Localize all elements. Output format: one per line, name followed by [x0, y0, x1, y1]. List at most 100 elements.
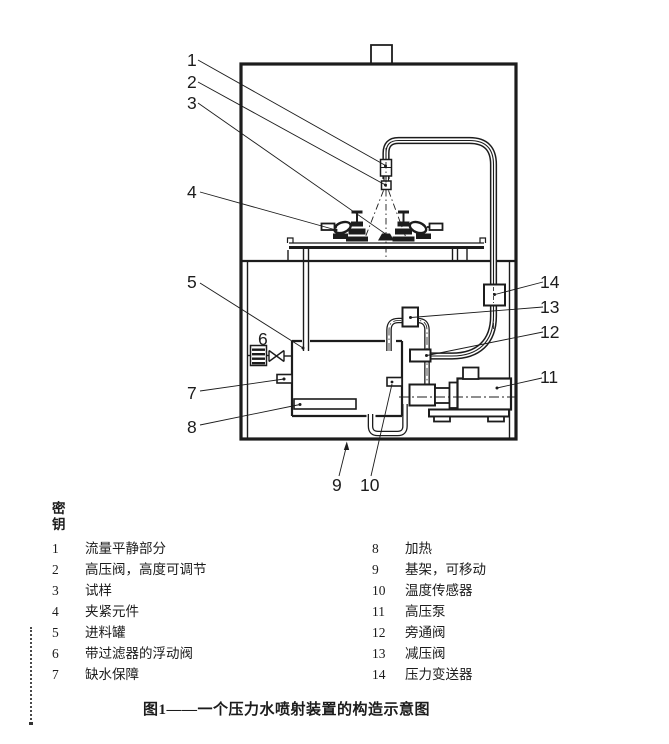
legend-row: 6 带过滤器的浮动阀: [52, 643, 207, 664]
callout-4: 4: [187, 182, 197, 202]
clamp-left: [320, 210, 368, 242]
specimen-table: [286, 237, 487, 249]
legend-item-label: 旁通阀: [405, 625, 446, 640]
legend-item-number: 13: [372, 646, 386, 661]
leader-lines: [197, 59, 544, 477]
float-valve-filter: [247, 344, 292, 367]
scan-artifact: [30, 627, 32, 724]
pump-flange: [448, 381, 459, 409]
scan-artifact: [29, 722, 33, 725]
leader-1: [197, 59, 386, 166]
legend-item-label: 高压泵: [405, 604, 446, 619]
cabinet-outline: [239, 62, 518, 441]
callout-3: 3: [187, 93, 197, 113]
valve-bowtie-icon: [268, 349, 285, 363]
legend-row: 13 减压阀: [372, 643, 486, 664]
motor-body: [456, 377, 513, 411]
legend-item-label: 进料罐: [85, 625, 126, 640]
callout-2: 2: [187, 72, 197, 92]
leader-10: [370, 383, 393, 477]
legend-item-label: 夹紧元件: [85, 604, 139, 619]
legend-row: 2 高压阀，高度可调节: [52, 559, 207, 580]
callout-9: 9: [332, 475, 342, 495]
legend-row: 9 基架，可移动: [372, 559, 486, 580]
legend-item-number: 7: [52, 667, 59, 682]
pressure-hose: [382, 136, 498, 360]
legend-item-number: 2: [52, 562, 59, 577]
leader-3: [197, 102, 388, 236]
apparatus-diagram: 1 2 3 4 5 6 7 8 9 10 11 12 13 14: [187, 44, 560, 495]
suction-pipe: [367, 404, 408, 437]
pressure-reducing-valve: [401, 306, 419, 328]
legend-item-number: 10: [372, 583, 386, 598]
leader-9: [338, 445, 347, 477]
legend-item-number: 4: [52, 604, 59, 619]
clamp-right: [392, 210, 444, 242]
legend-item-number: 6: [52, 646, 59, 661]
callout-7: 7: [187, 383, 197, 403]
vent-stub: [370, 44, 393, 64]
callout-5: 5: [187, 272, 197, 292]
legend-left-column: 1 流量平静部分 2 高压阀，高度可调节 3 试样 4 夹紧元件 5 进料罐 6 带过滤器的…: [52, 538, 207, 685]
legend-item-label: 压力变送器: [405, 667, 473, 682]
table-leg: [451, 249, 459, 260]
leader-9-arrowhead: [343, 441, 350, 450]
legend-item-label: 带过滤器的浮动阀: [85, 646, 193, 661]
pump-foot: [487, 415, 505, 423]
callout-12: 12: [540, 322, 559, 342]
key-heading: 密 钥: [52, 501, 66, 533]
legend-item-label: 温度传感器: [405, 583, 473, 598]
legend-item-label: 试样: [85, 583, 112, 598]
leader-14: [494, 281, 544, 295]
pump-base-plate: [428, 408, 510, 418]
callout-8: 8: [187, 417, 197, 437]
high-pressure-pump: [399, 366, 519, 423]
legend-row: 14 压力变送器: [372, 664, 486, 685]
pump-foot: [433, 415, 451, 423]
legend-item-number: 14: [372, 667, 386, 682]
legend-item-label: 流量平静部分: [85, 541, 166, 556]
legend-item-number: 3: [52, 583, 59, 598]
pressure-transmitter: [483, 283, 506, 307]
legend-item-number: 11: [372, 604, 385, 619]
legend-item-label: 缺水保障: [85, 667, 139, 682]
legend-item-number: 1: [52, 541, 59, 556]
leader-8: [199, 404, 301, 426]
legend-item-label: 减压阀: [405, 646, 446, 661]
legend-item-label: 加热: [405, 541, 432, 556]
callout-1: 1: [187, 50, 197, 70]
leader-13: [410, 306, 544, 318]
legend-row: 7 缺水保障: [52, 664, 207, 685]
legend-item-number: 8: [372, 541, 379, 556]
key-heading-line: 钥: [52, 517, 66, 532]
leader-4: [199, 191, 337, 231]
callout-6: 6: [258, 329, 268, 349]
legend-row: 11 高压泵: [372, 601, 486, 622]
legend-row: 10 温度传感器: [372, 580, 486, 601]
temperature-sensor-fitting: [386, 376, 403, 387]
legend-item-label: 高压阀，高度可调节: [85, 562, 207, 577]
motor-terminal-box: [462, 366, 480, 380]
specimen: [378, 233, 394, 241]
pump-coupling: [434, 387, 451, 404]
legend-item-label: 基架，可移动: [405, 562, 486, 577]
legend-item-number: 5: [52, 625, 59, 640]
callout-numbers: 1 2 3 4 5 6 7 8 9 10 11 12 13 14: [187, 50, 560, 495]
drain-pipe: [302, 249, 310, 351]
leader-dots: [282, 164, 499, 450]
leader-12: [426, 331, 544, 356]
leader-2: [197, 81, 386, 186]
heater: [293, 398, 357, 410]
leader-11: [496, 377, 543, 389]
legend-item-number: 9: [372, 562, 379, 577]
callout-10: 10: [360, 475, 380, 495]
legend-row: 4 夹紧元件: [52, 601, 207, 622]
legend-row: 3 试样: [52, 580, 207, 601]
legend-row: 1 流量平静部分: [52, 538, 207, 559]
callout-13: 13: [540, 297, 559, 317]
bypass-valve: [409, 348, 432, 363]
figure-caption: 图1——一个压力水喷射装置的构造示意图: [143, 702, 431, 718]
